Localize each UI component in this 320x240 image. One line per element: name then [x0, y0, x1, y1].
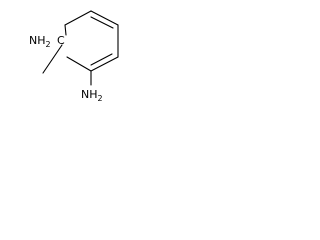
amine-top-sub: 2: [46, 40, 51, 49]
amine-label-top: NH2: [29, 34, 51, 49]
amine-top-h: H: [37, 34, 45, 47]
molecule-diagram: NH2 C NH2: [29, 10, 119, 103]
carbon-label: C: [57, 34, 65, 47]
ring-bond-left: [64, 24, 67, 36]
ring-bond-bottom-right: [90, 56, 119, 72]
amine-bottom-sub: 2: [98, 94, 103, 103]
ring-double-bond-bottom: [90, 53, 113, 66]
ring-bond-top-right: [90, 10, 119, 26]
ring-bond-bottom-left: [66, 56, 92, 72]
amine-label-bottom: NH2: [81, 88, 103, 103]
methyl-bond: [42, 44, 63, 74]
ring-bond-top-left: [64, 10, 92, 26]
ring-double-bond-top: [90, 16, 114, 29]
amine-top-n: N: [29, 34, 37, 47]
amine-bottom-nh: NH: [81, 88, 98, 101]
